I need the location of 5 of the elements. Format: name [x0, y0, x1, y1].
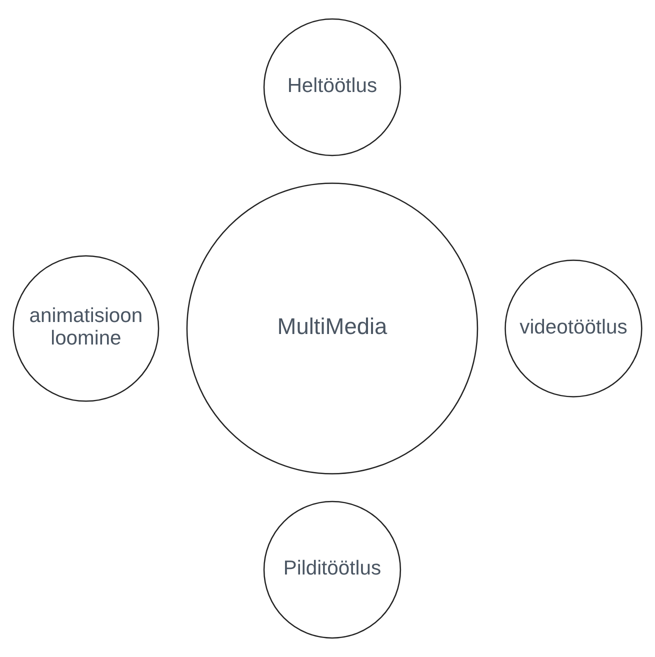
- node-circle: MultiMedia: [186, 182, 478, 474]
- node-circle: animatisioon loomine: [12, 255, 160, 402]
- node-circle: Pilditöötlus: [263, 500, 402, 639]
- node-circle: Heltöötlus: [263, 18, 402, 156]
- node-circle: videotöötlus: [504, 260, 642, 398]
